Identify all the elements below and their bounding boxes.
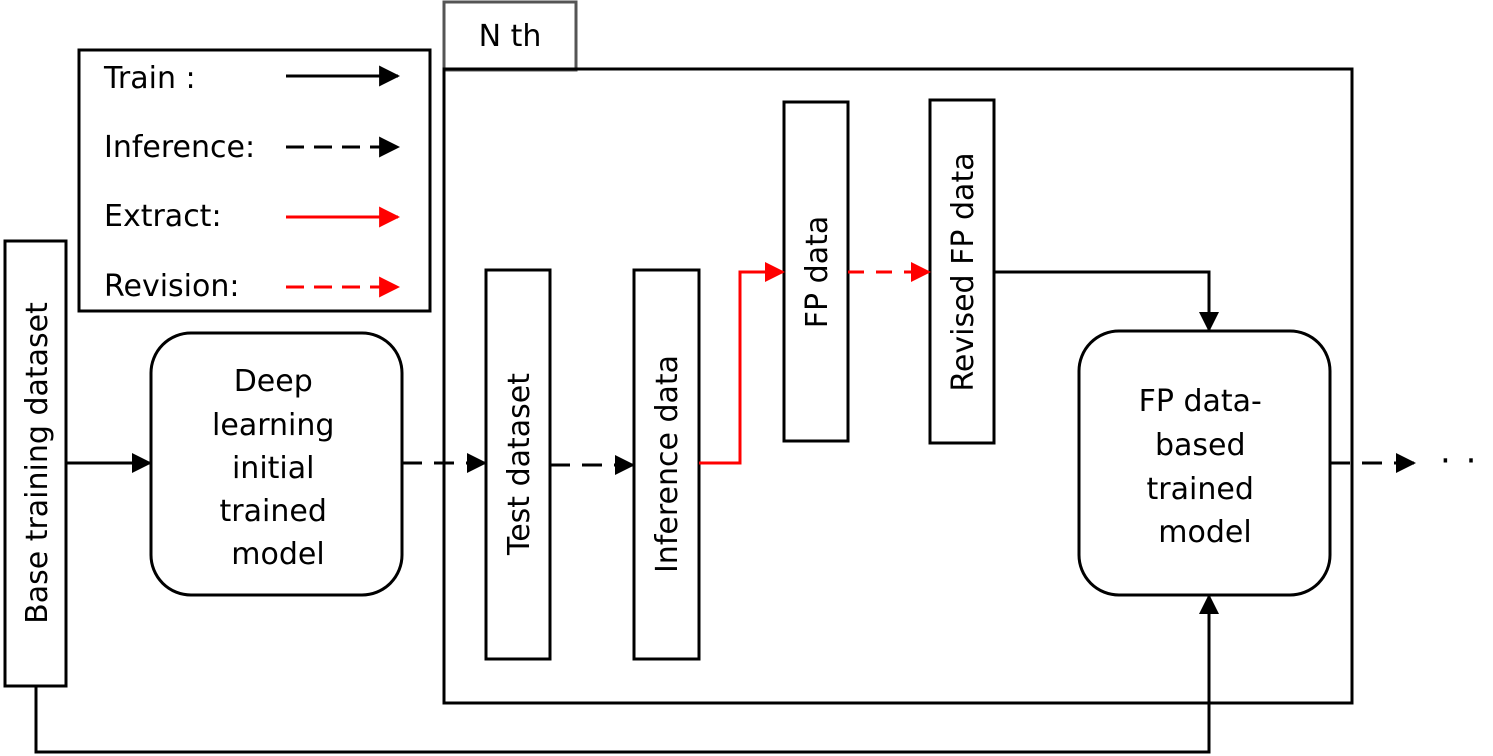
legend-train-label: Train :: [103, 61, 196, 96]
legend-revision-label: Revision:: [104, 269, 239, 304]
revised-fp-data-label: Revised FP data: [946, 152, 981, 391]
base-training-dataset-label: Base training dataset: [20, 302, 55, 624]
legend-box: [77, 48, 432, 313]
fp-model-label: FP data- based trained model: [1139, 384, 1272, 550]
nth-iteration-tab: N th: [442, 0, 578, 72]
fp-data-label: FP data: [800, 216, 835, 328]
extract-arrow-inference-to-fp: [699, 262, 785, 465]
inference-data-box: Inference data: [632, 268, 701, 661]
fp-model-box: FP data- based trained model: [1077, 329, 1332, 597]
nth-tab-label: N th: [479, 19, 542, 54]
train-arrow-revised-to-fp-model: [994, 270, 1219, 332]
continuation-ellipsis: · · ·: [1440, 441, 1493, 481]
legend: Train : Inference: Extract: Revision:: [77, 48, 432, 313]
revised-fp-data-box: Revised FP data: [928, 98, 996, 445]
fp-data-box: FP data: [782, 100, 850, 443]
test-dataset-label: Test dataset: [502, 373, 537, 556]
inference-data-label: Inference data: [650, 355, 685, 573]
test-dataset-box: Test dataset: [484, 268, 552, 661]
legend-inference-label: Inference:: [104, 130, 255, 165]
initial-model-label: Deep learning initial trained model: [212, 364, 344, 572]
train-arrow-base-to-fp-model: [34, 594, 1219, 754]
legend-extract-label: Extract:: [104, 199, 222, 234]
initial-model-box: Deep learning initial trained model: [149, 331, 404, 597]
base-training-dataset-box: Base training dataset: [3, 239, 68, 688]
nth-iteration-frame: [442, 67, 1354, 705]
